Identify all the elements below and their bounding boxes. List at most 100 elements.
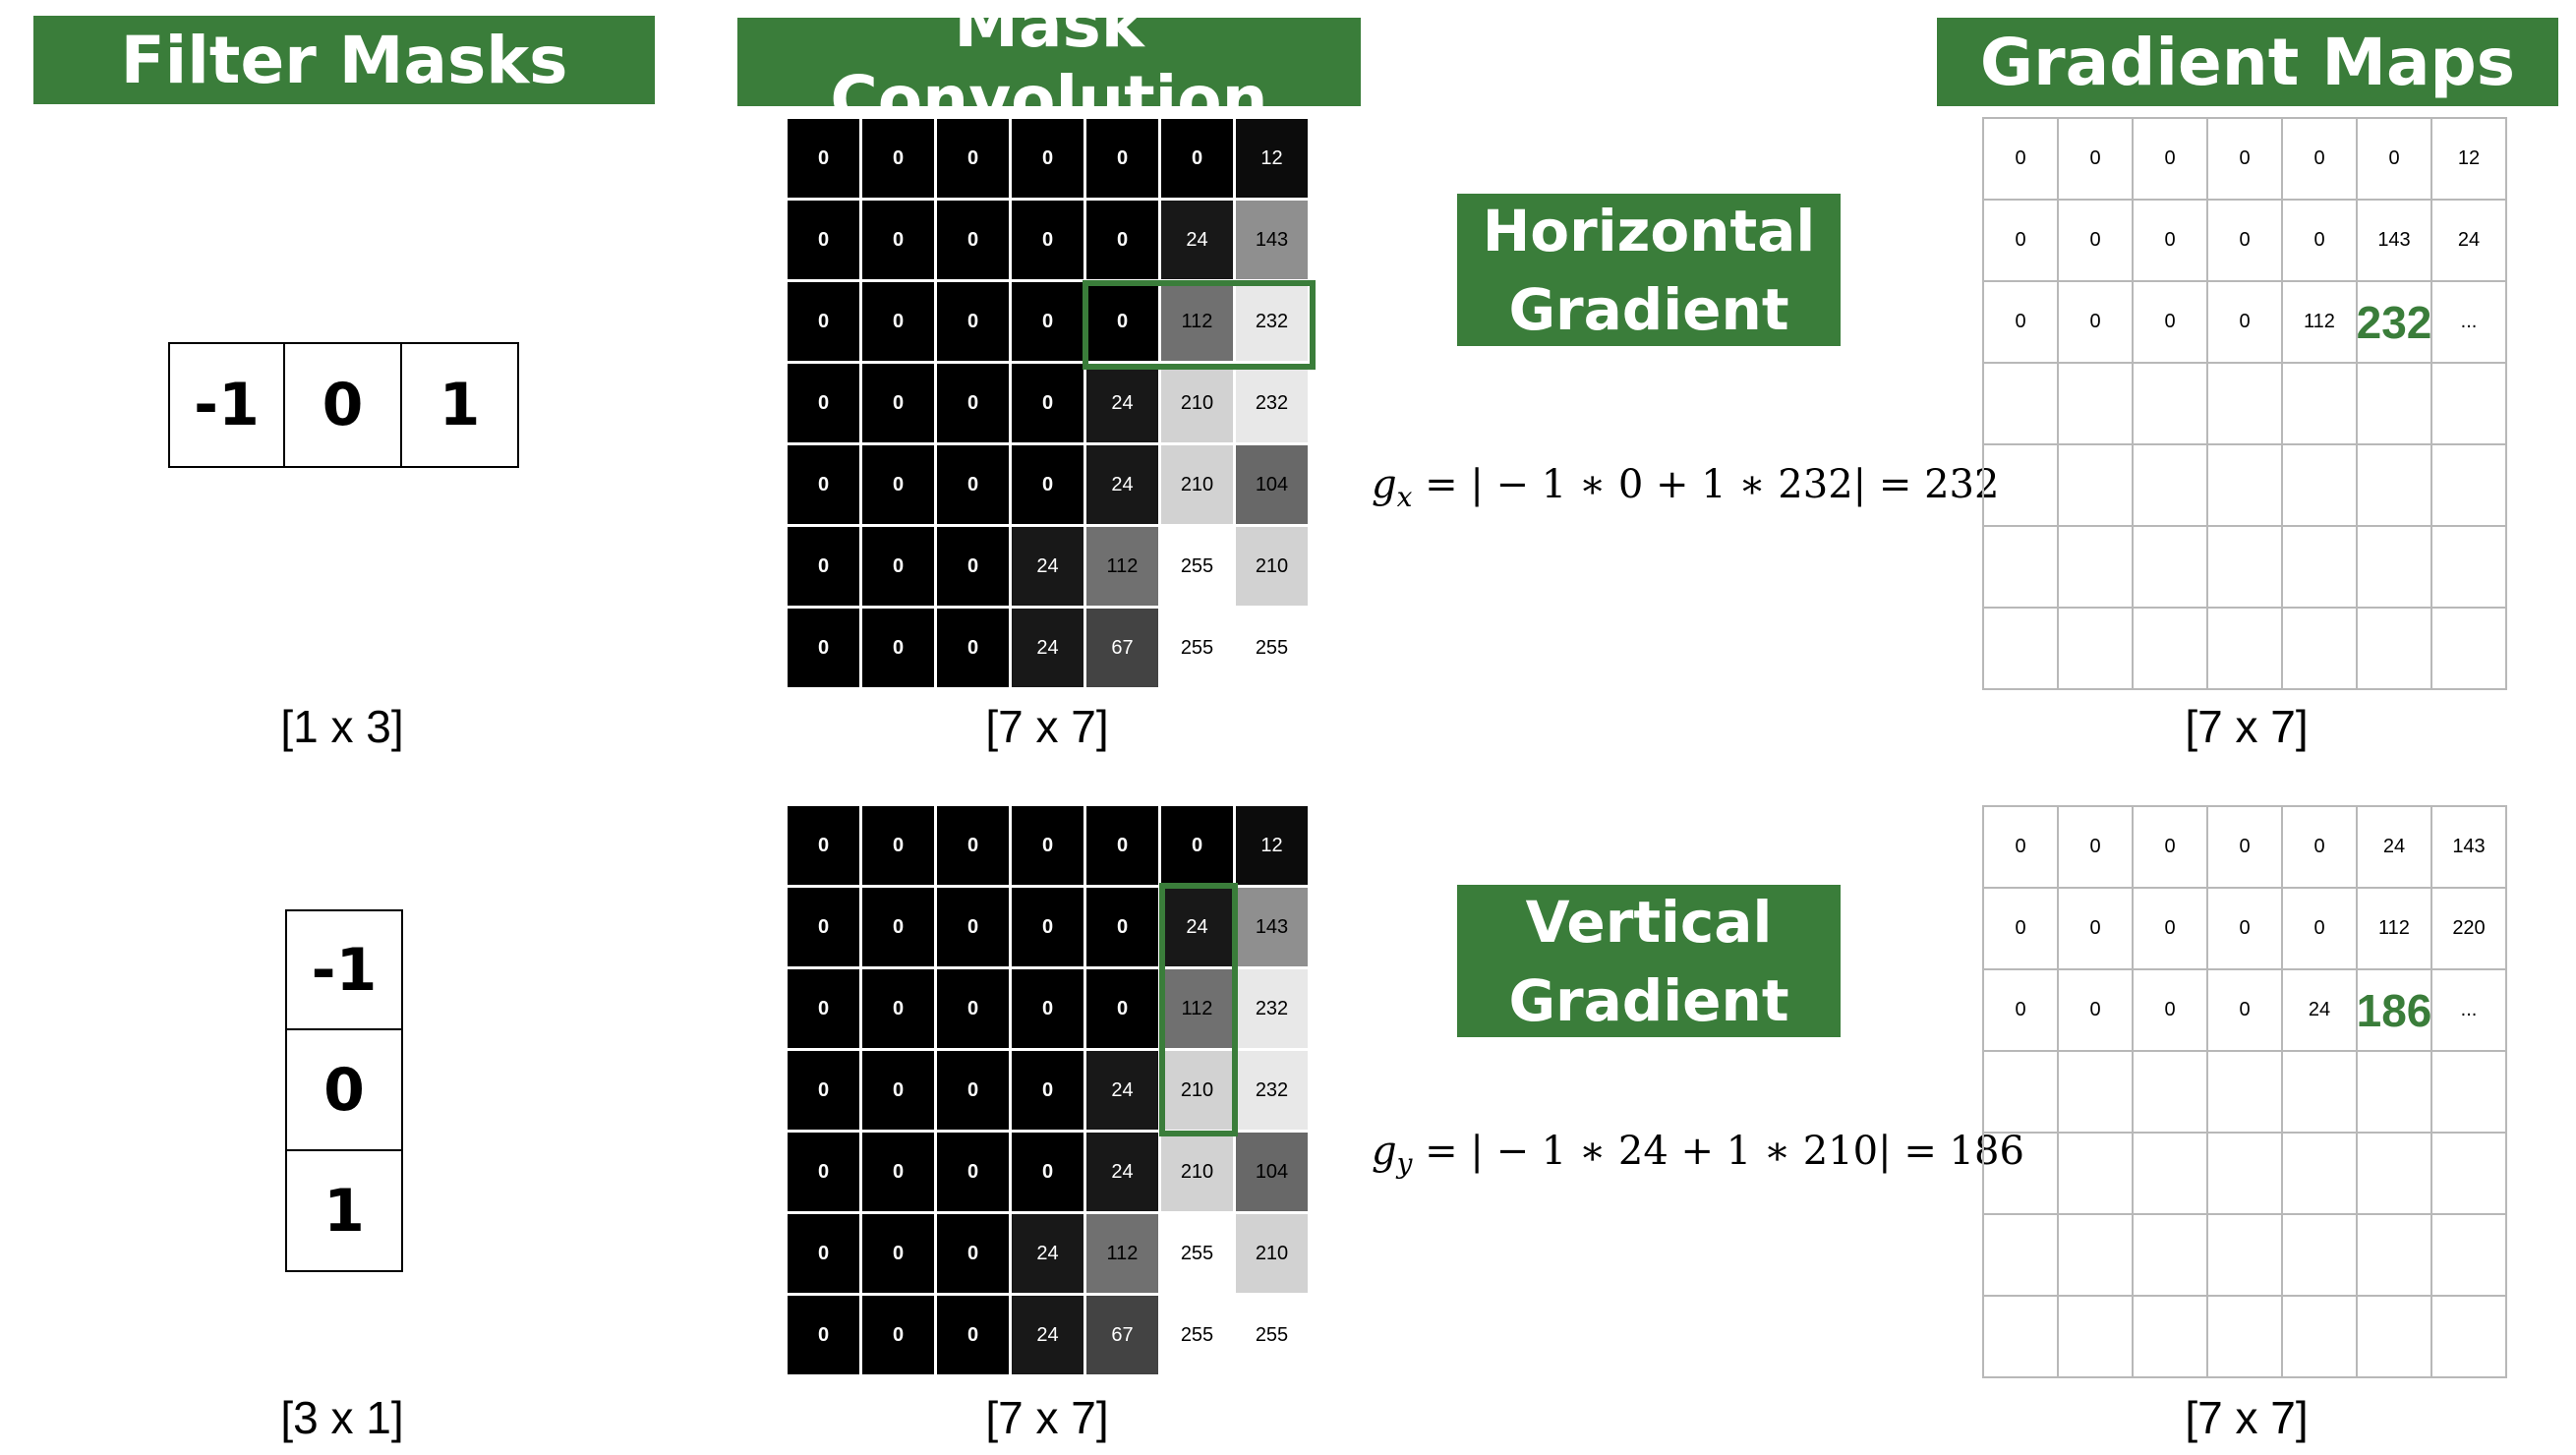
gradient-cell: 0 [2059, 970, 2134, 1052]
gradient-cell [2432, 1297, 2507, 1378]
gradient-cell: 0 [2134, 282, 2208, 364]
gradient-cell: 186 [2357, 970, 2432, 1052]
pixel-cell: 0 [788, 1296, 862, 1377]
pixel-cell: 0 [788, 806, 862, 888]
pixel-cell: 0 [937, 364, 1012, 445]
pixel-cell: 255 [1236, 609, 1311, 690]
pixel-cell: 0 [937, 969, 1012, 1051]
pixel-cell: 210 [1236, 527, 1311, 609]
pixel-cell: 255 [1161, 609, 1236, 690]
gradient-cell [1984, 364, 2059, 445]
gradient-cell [2208, 1134, 2283, 1215]
pixel-cell: 0 [937, 1133, 1012, 1214]
gradient-cell [2432, 1215, 2507, 1297]
horizontal-gradient-label: Horizontal Gradient [1457, 194, 1841, 346]
gradient-cell: 0 [2208, 282, 2283, 364]
gradient-cell [2208, 1052, 2283, 1134]
horizontal-gradient-formula: gx = | − 1 ∗ 0 + 1 ∗ 232| = 232 [1372, 462, 1999, 514]
gradient-cell: 24 [2283, 970, 2358, 1052]
pixel-cell: 210 [1161, 364, 1236, 445]
gradient-cell [1984, 1052, 2059, 1134]
pixel-cell: 24 [1012, 1214, 1086, 1296]
pixel-cell: 0 [862, 282, 937, 364]
gradient-cell: 0 [2208, 119, 2283, 201]
gradient-cell [2358, 1297, 2432, 1378]
gradient-cell [1984, 1297, 2059, 1378]
pixel-cell: 210 [1161, 445, 1236, 527]
gradient-cell: 0 [2134, 807, 2208, 889]
pixel-cell: 255 [1161, 1214, 1236, 1296]
gy-subscript: y [1396, 1147, 1413, 1180]
pixel-cell: 0 [862, 888, 937, 969]
gradient-cell: 0 [2134, 119, 2208, 201]
gradient-cell [2134, 1215, 2208, 1297]
pixel-cell: 0 [862, 119, 937, 201]
pixel-cell: 0 [1012, 969, 1086, 1051]
gradient-cell [1984, 1215, 2059, 1297]
pixel-cell: 0 [862, 1051, 937, 1133]
pixel-cell: 0 [937, 445, 1012, 527]
gradient-cell [2358, 1215, 2432, 1297]
filter-cell: -1 [168, 342, 285, 468]
pixel-cell: 0 [862, 364, 937, 445]
pixel-cell: 0 [1012, 806, 1086, 888]
pixel-cell: 0 [862, 969, 937, 1051]
gradient-cell [2059, 1297, 2134, 1378]
gradient-cell: 0 [2208, 807, 2283, 889]
gradient-cell: 0 [1984, 807, 2059, 889]
pixel-cell: 0 [788, 969, 862, 1051]
gradient-cell: 0 [2059, 201, 2134, 282]
gradient-cell [2432, 1052, 2507, 1134]
gradient-cell [2283, 527, 2358, 609]
pixel-cell: 0 [788, 1133, 862, 1214]
pixel-cell: 12 [1236, 806, 1311, 888]
gradient-cell: 0 [2208, 201, 2283, 282]
gradient-cell [2432, 364, 2507, 445]
gradient-cell: 0 [2283, 889, 2358, 970]
pixel-cell: 24 [1086, 364, 1161, 445]
gradient-cell: 0 [2059, 807, 2134, 889]
gradient-cell [2059, 527, 2134, 609]
gradient-cell [2134, 1052, 2208, 1134]
pixel-cell: 0 [788, 1214, 862, 1296]
pixel-cell: 0 [862, 806, 937, 888]
vertical-mask-highlight [1159, 883, 1238, 1136]
pixel-cell: 104 [1236, 445, 1311, 527]
gradient-cell [2134, 1134, 2208, 1215]
gradient-cell [2059, 1215, 2134, 1297]
pixel-cell: 0 [1012, 1133, 1086, 1214]
gradient-cell [2134, 1297, 2208, 1378]
pixel-cell: 0 [1086, 806, 1161, 888]
gradient-cell [2208, 527, 2283, 609]
gradient-cell [2208, 609, 2283, 690]
mask-convolution-header: Mask Convolution [737, 0, 1361, 138]
filter-cell: 1 [285, 1151, 403, 1272]
gx-expression: = | − 1 ∗ 0 + 1 ∗ 232| = 232 [1425, 462, 2000, 507]
gradient-cell [2059, 364, 2134, 445]
pixel-cell: 0 [788, 527, 862, 609]
gradient-cell [2059, 1134, 2134, 1215]
gradient-cell [2432, 527, 2507, 609]
pixel-cell: 0 [862, 201, 937, 282]
gradient-cell [1984, 609, 2059, 690]
gradient-cell [2059, 609, 2134, 690]
gy-expression: = | − 1 ∗ 24 + 1 ∗ 210| = 186 [1425, 1129, 2024, 1174]
gradient-cell: 12 [2432, 119, 2507, 201]
pixel-cell: 255 [1161, 1296, 1236, 1377]
pixel-cell: 255 [1236, 1296, 1311, 1377]
pixel-cell: 0 [788, 445, 862, 527]
pixel-cell: 0 [1161, 806, 1236, 888]
pixel-cell: 67 [1086, 1296, 1161, 1377]
gradient-cell: 0 [2059, 889, 2134, 970]
pixel-cell: 210 [1161, 1133, 1236, 1214]
pixel-cell: 12 [1236, 119, 1311, 201]
gradient-maps-header: Gradient Maps [1937, 18, 2558, 106]
pixel-cell: 0 [1012, 282, 1086, 364]
gradient-cell [2283, 1297, 2358, 1378]
gradient-cell: 0 [1984, 889, 2059, 970]
gradient-cell [1984, 527, 2059, 609]
horizontal-filter-mask: -1 0 1 [168, 342, 519, 468]
pixel-cell: 0 [788, 888, 862, 969]
